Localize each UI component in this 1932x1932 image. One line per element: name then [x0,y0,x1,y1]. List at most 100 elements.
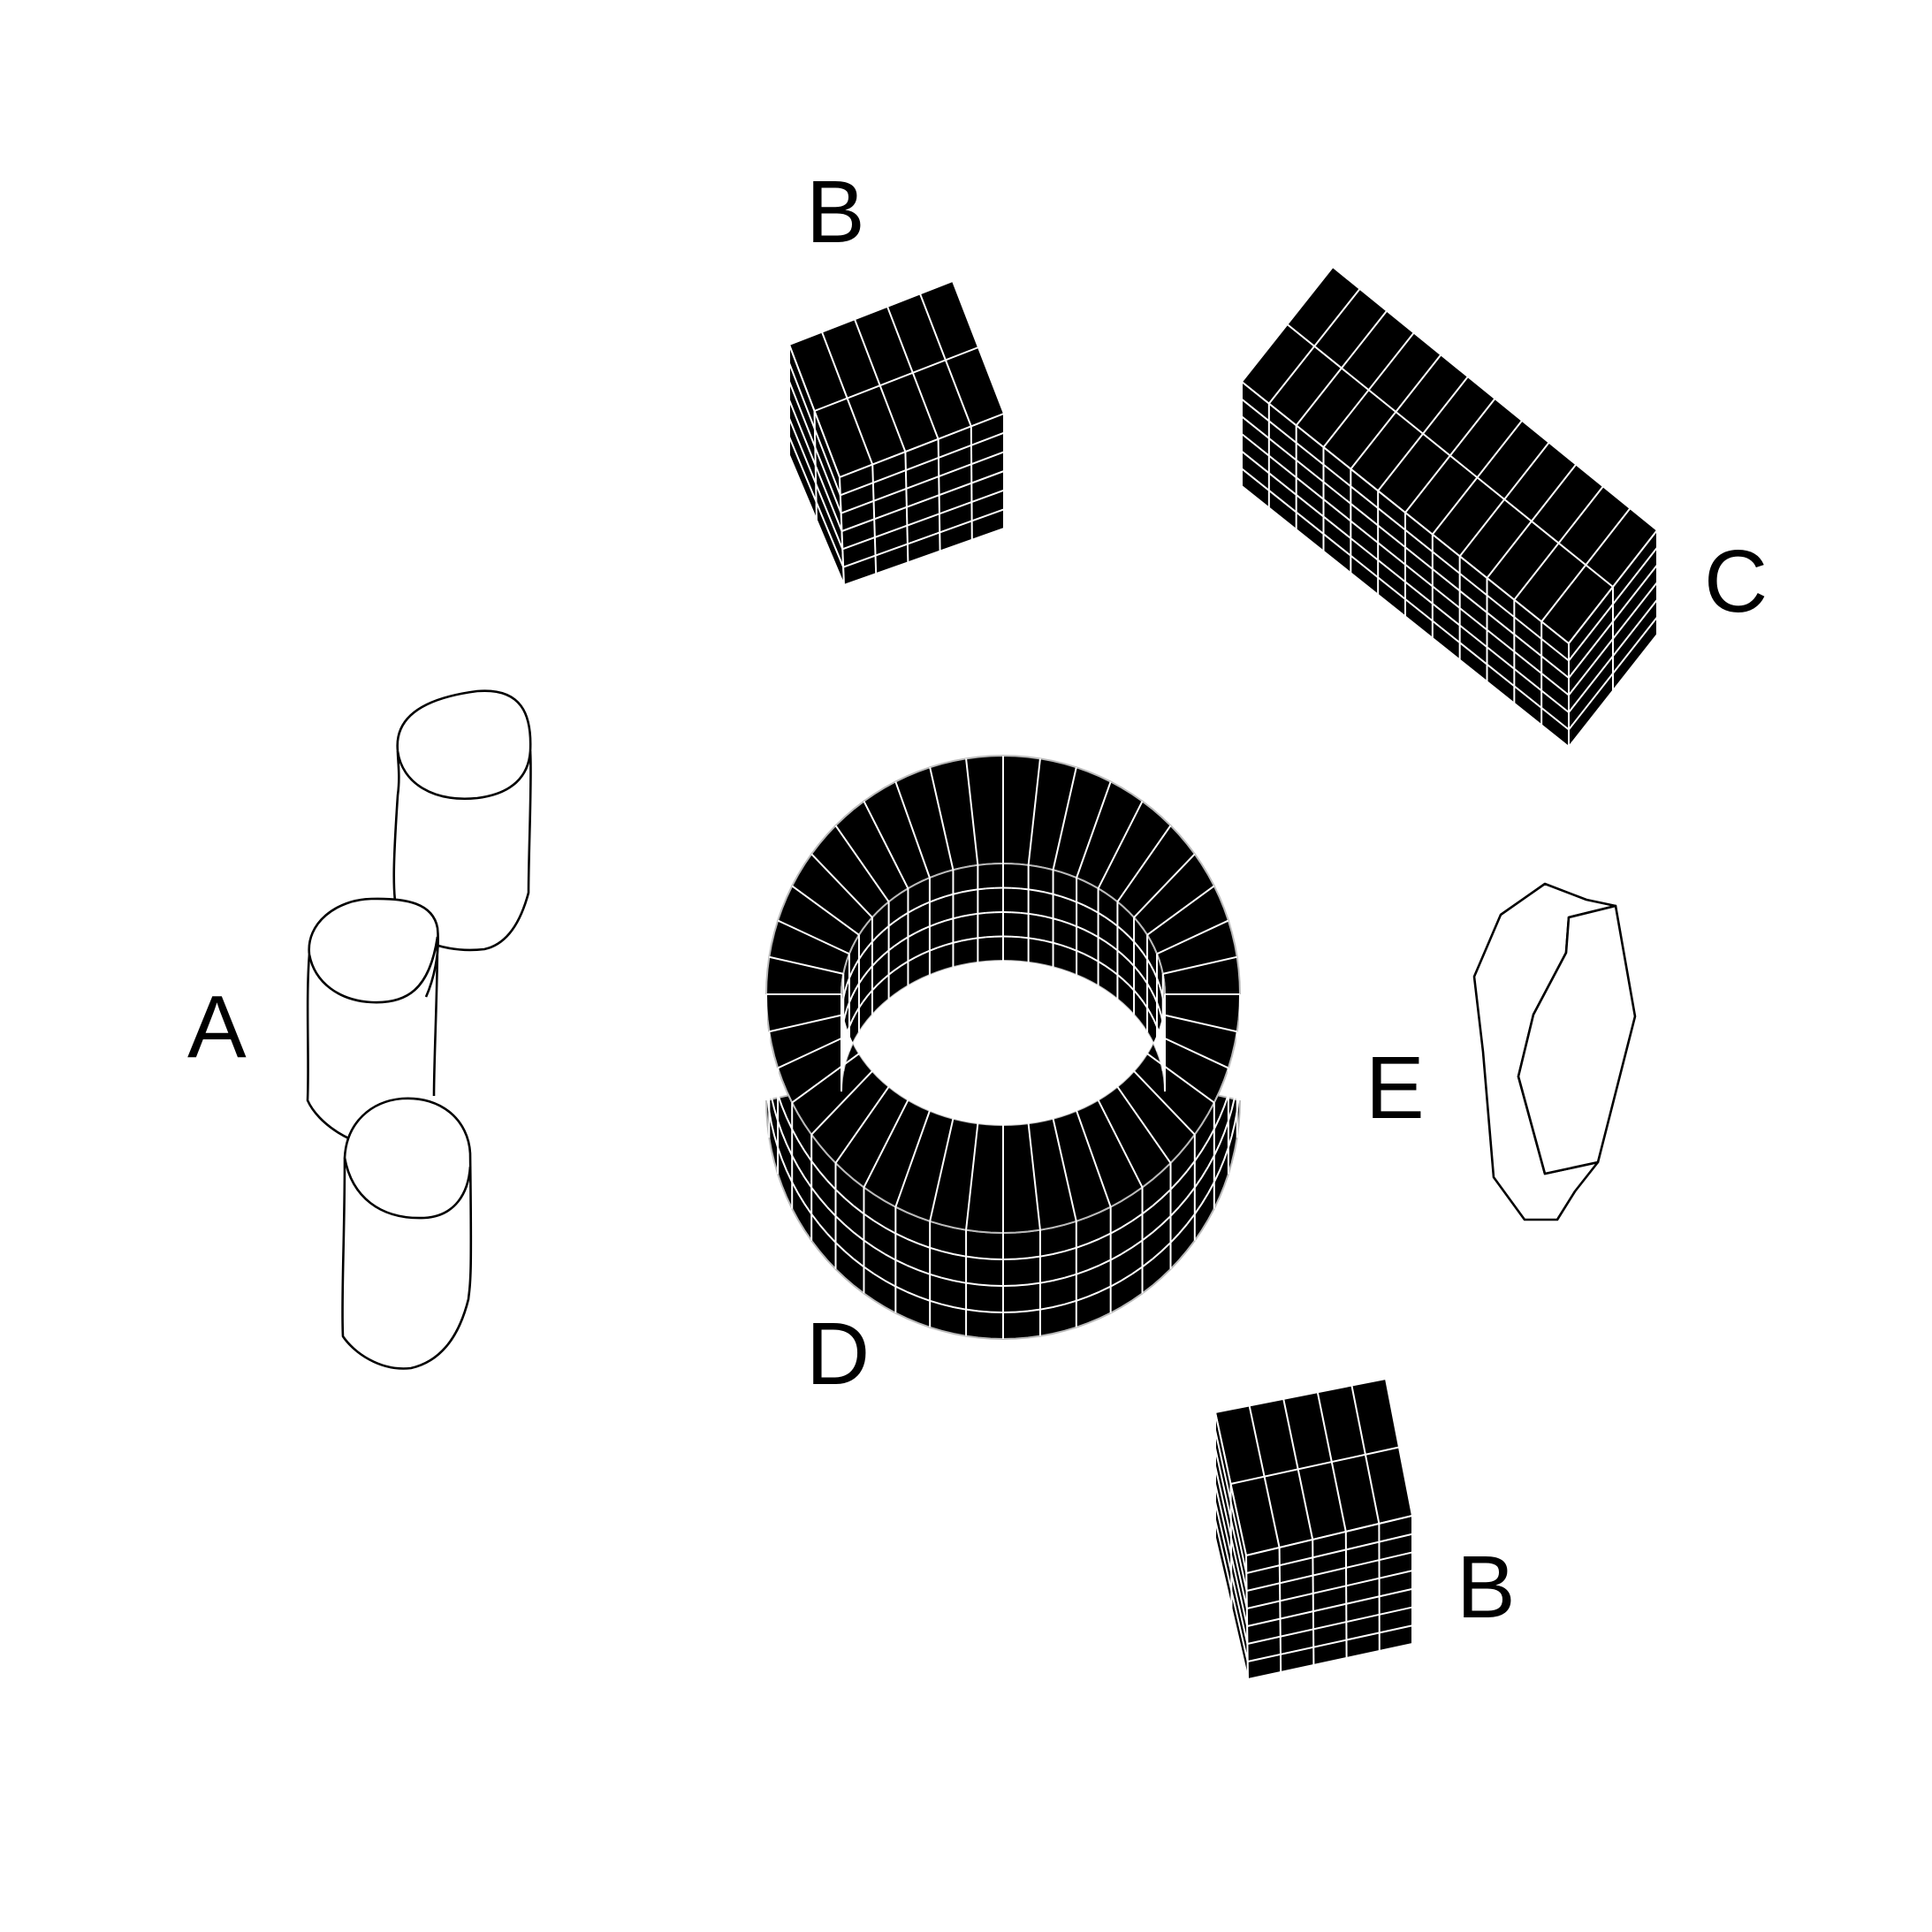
grid-line [965,1255,979,1259]
grid-line [929,898,938,903]
grid-line [844,1032,848,1041]
grid-line [1141,1232,1153,1242]
grid-line [1028,888,1038,892]
grid-line [965,1308,979,1312]
grid-line [1027,1123,1041,1230]
grid-line [1011,911,1021,914]
grid-line [954,1306,967,1311]
grid-line [1178,1197,1189,1208]
grid-line [834,1086,890,1164]
grid-line [1104,916,1113,923]
grid-line [929,1299,942,1305]
grid-line [1568,599,1658,713]
grid-line [1152,1197,1162,1207]
grid-line [894,1259,908,1266]
grid-line [1160,1039,1164,1047]
grid-line [851,989,856,997]
grid-line [1156,1026,1160,1034]
grid-line [1011,886,1021,890]
grid-line [954,1253,967,1258]
grid-line [863,801,909,889]
grid-line [1568,616,1658,731]
grid-line [1207,1129,1215,1141]
grid-line [929,1273,942,1279]
grid-line [961,914,970,918]
grid-line [1213,1144,1221,1157]
grid-line [1098,936,1106,942]
cylinder-front [341,1097,473,1370]
grid-line [788,362,841,496]
grid-line [894,964,902,971]
cylinder-left [306,897,439,1149]
grid-line [1246,1570,1413,1609]
grid-line [1241,415,1570,679]
grid-line [862,947,869,955]
grid-line [1131,1239,1144,1249]
grid-line [1404,398,1496,513]
grid-line [1236,1099,1240,1112]
grid-line [1020,887,1029,891]
grid-line [768,1084,772,1098]
grid-line [1163,1029,1166,1037]
grid-line [848,995,854,1003]
grid-line [1076,1110,1112,1207]
grid-line [1162,955,1237,975]
grid-line [953,939,962,944]
grid-line [1116,949,1124,956]
grid-line [1230,1446,1400,1485]
grid-line [1133,989,1140,997]
grid-line [1156,977,1160,985]
grid-line [1193,1150,1203,1162]
grid-line [1133,853,1196,918]
grid-line [834,1242,846,1252]
grid-line [1246,1587,1413,1627]
grid-line [969,888,978,892]
grid-line [834,825,890,902]
grid-line [1234,1058,1238,1071]
grid-line [1091,956,1099,962]
grid-line [1200,1192,1209,1205]
grid-line [917,1269,931,1275]
grid-line [914,928,923,934]
grid-line [1169,1206,1180,1217]
grid-line [877,978,884,986]
grid-line [1142,977,1148,985]
grid-line [1110,920,1119,927]
grid-line [871,935,879,943]
grid-line [1162,1014,1237,1033]
grid-line [1116,974,1124,981]
grid-line [1160,1189,1172,1199]
grid-line [1161,998,1165,1006]
grid-line [1322,331,1415,448]
grid-line [945,893,954,898]
grid-line [1097,801,1144,889]
grid-line [969,937,978,940]
grid-line [977,936,986,939]
grid-line [846,977,850,985]
grid-line [1099,1259,1112,1266]
grid-line [1241,450,1570,713]
grid-line [1152,1020,1158,1028]
grid-line [1064,1299,1077,1305]
grid-line [985,911,995,914]
grid-line [810,1160,820,1172]
grid-line [780,1106,788,1119]
grid-line [786,1117,794,1130]
grid-line [977,1283,992,1287]
grid-line [1116,1086,1172,1164]
grid-line [1133,1070,1196,1136]
grid-line [834,1189,846,1199]
grid-line [810,1213,820,1225]
grid-line [1110,1226,1122,1235]
grid-line [797,1166,806,1178]
grid-line [765,1033,769,1046]
grid-line [765,1086,769,1099]
grid-line [1128,960,1135,967]
grid-line [1150,1013,1155,1021]
grid-line [840,1053,843,1061]
grid-line [863,1239,875,1249]
grid-line [1146,983,1152,991]
grid-line [941,1303,955,1309]
grid-line [929,766,955,871]
grid-line [1230,1122,1236,1137]
